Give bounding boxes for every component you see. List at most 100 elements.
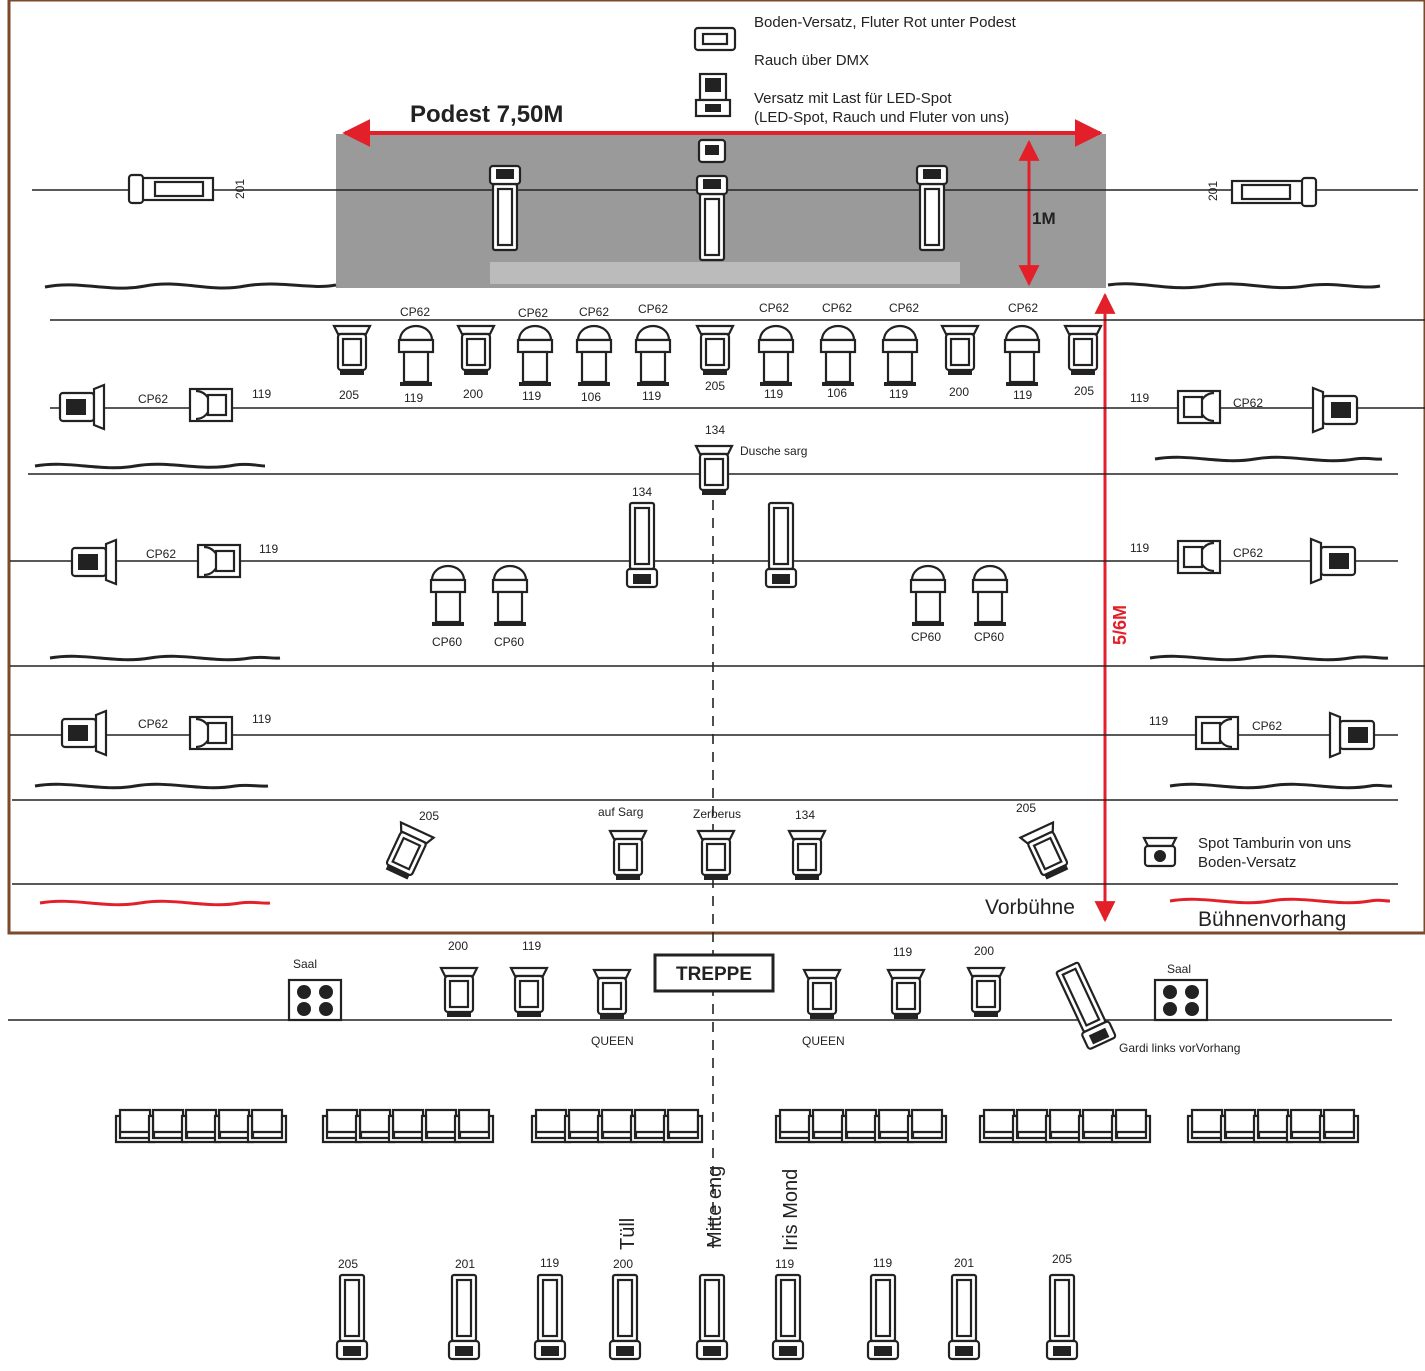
fixture-label: 134 <box>705 423 725 437</box>
fixture-label: 119 <box>252 712 271 726</box>
fixture-label: 119 <box>522 389 541 403</box>
treppe-box <box>653 953 775 993</box>
fixture-label: 119 <box>259 542 278 556</box>
foh-fixtures <box>335 1273 1079 1361</box>
fixture-par <box>886 968 926 1021</box>
fixture-label: CP62 <box>579 305 609 319</box>
fixture-label: 119 <box>1149 714 1168 728</box>
fixture-dome <box>881 324 919 388</box>
fixture-label: CP62 <box>138 717 168 731</box>
led-spot-icon <box>697 138 727 164</box>
stage-frame <box>7 0 1425 935</box>
fixture-par <box>802 968 842 1021</box>
fixture-par <box>966 966 1006 1019</box>
fixture-dome <box>397 324 435 388</box>
curtain-left-0 <box>44 282 337 290</box>
fixture-side-fresnel <box>188 715 234 751</box>
fixture-label: 201 <box>455 1257 475 1271</box>
legend-item-led-spot-line1: Versatz mit Last für LED-Spot <box>754 90 952 107</box>
fixture-profile <box>764 501 798 589</box>
fixture-label: 119 <box>1130 541 1149 555</box>
fixture-label: CP60 <box>911 630 941 644</box>
legend-item-led-spot-line2: (LED-Spot, Rauch und Fluter von uns) <box>754 109 1009 126</box>
fixture-label: 119 <box>1130 391 1149 405</box>
tambourine-spot-icon <box>1142 836 1178 868</box>
fixture-label: CP62 <box>1233 396 1263 410</box>
spot-tamburin-label-1: Spot Tamburin von uns <box>1198 835 1351 852</box>
fixture-label: 205 <box>338 1257 358 1271</box>
fixture-par <box>439 966 479 1019</box>
fixture-dome <box>909 564 947 628</box>
fixture-label: 200 <box>613 1257 633 1271</box>
fixture-label: 200 <box>974 944 994 958</box>
fixture-label: 134 <box>795 808 815 822</box>
fixture-profile-gardi <box>1052 959 1118 1051</box>
curtain-right-3 <box>1169 782 1393 790</box>
legend-item-smoke: Rauch über DMX <box>754 52 869 69</box>
seat-icon <box>1110 1108 1152 1144</box>
fixture-par <box>1063 324 1103 377</box>
fixture-par <box>696 829 736 882</box>
fixture-label: CP62 <box>1233 546 1263 560</box>
fixture-label: 119 <box>775 1257 794 1271</box>
fixture-side-par <box>1311 386 1359 434</box>
legend: Boden-Versatz, Fluter Rot unter Podest R… <box>693 14 1017 126</box>
fixture-label: 106 <box>581 390 601 404</box>
fixture-label: 205 <box>1016 801 1036 815</box>
front-curtain-left <box>39 899 271 907</box>
fixture-label: CP60 <box>494 635 524 649</box>
saal-label-left: Saal <box>293 957 317 971</box>
fixture-label: 119 <box>764 387 783 401</box>
curtain-left-2 <box>49 654 281 662</box>
fixture-label: 200 <box>463 387 483 401</box>
led-spot-load-icon <box>694 72 732 118</box>
curtain-right-1 <box>1154 455 1383 463</box>
fixture-dome <box>516 324 554 388</box>
fixture-label: 201 <box>954 1256 974 1270</box>
fixture-label: 119 <box>522 939 541 953</box>
fixture-par <box>456 324 496 377</box>
fixture-par <box>694 444 734 497</box>
fixture-dome <box>491 564 529 628</box>
fixture-label: CP60 <box>974 630 1004 644</box>
fixture-profile <box>695 174 729 262</box>
podest-title: Podest 7,50M <box>410 101 563 128</box>
fixture-label: CP62 <box>138 392 168 406</box>
seat-icon <box>453 1108 495 1144</box>
fixture-side-fresnel <box>1176 389 1222 425</box>
queen-label-left: QUEEN <box>591 1034 634 1048</box>
fixture-profile <box>625 501 659 589</box>
tuell-label: Tüll <box>617 1218 639 1250</box>
seat-icon <box>906 1108 948 1144</box>
fixture-label: 205 <box>705 379 725 393</box>
auf-sarg-label: auf Sarg <box>598 805 643 819</box>
fixture-label: 205 <box>339 388 359 402</box>
fixture-label: CP62 <box>1252 719 1282 733</box>
treppe-label: TREPPE <box>676 964 752 985</box>
fixture-dome <box>1003 324 1041 388</box>
fixture-par <box>1019 821 1075 884</box>
curtain-right-0 <box>1107 282 1381 290</box>
fixture-label: CP60 <box>432 635 462 649</box>
fixture-label: 119 <box>404 391 423 405</box>
gardi-label: Gardi links vorVorhang <box>1119 1041 1240 1055</box>
vorbuehne-label: Vorbühne <box>985 896 1075 919</box>
saal-flood-right <box>1153 978 1209 1022</box>
mitte-eng-label: Mitte eng <box>704 1166 726 1248</box>
fixture-label: CP62 <box>822 301 852 315</box>
fixture-side-par <box>70 538 118 586</box>
pipe-1-fixtures <box>332 324 1103 388</box>
fixture-label: CP62 <box>759 301 789 315</box>
fixture-par <box>695 324 735 377</box>
fixture-label: CP62 <box>889 301 919 315</box>
dusche-sarg-label: Dusche sarg <box>740 444 807 458</box>
seat-icon <box>246 1108 288 1144</box>
foh-profile-fixture <box>447 1273 481 1361</box>
fixture-side-par <box>1309 537 1357 585</box>
fixture-label: CP62 <box>638 302 668 316</box>
fixture-label: CP62 <box>146 547 176 561</box>
fixture-label: 119 <box>893 945 912 959</box>
foh-profile-fixture <box>1045 1273 1079 1361</box>
fixture-label: CP62 <box>518 306 548 320</box>
fixture-side-fresnel <box>196 543 242 579</box>
